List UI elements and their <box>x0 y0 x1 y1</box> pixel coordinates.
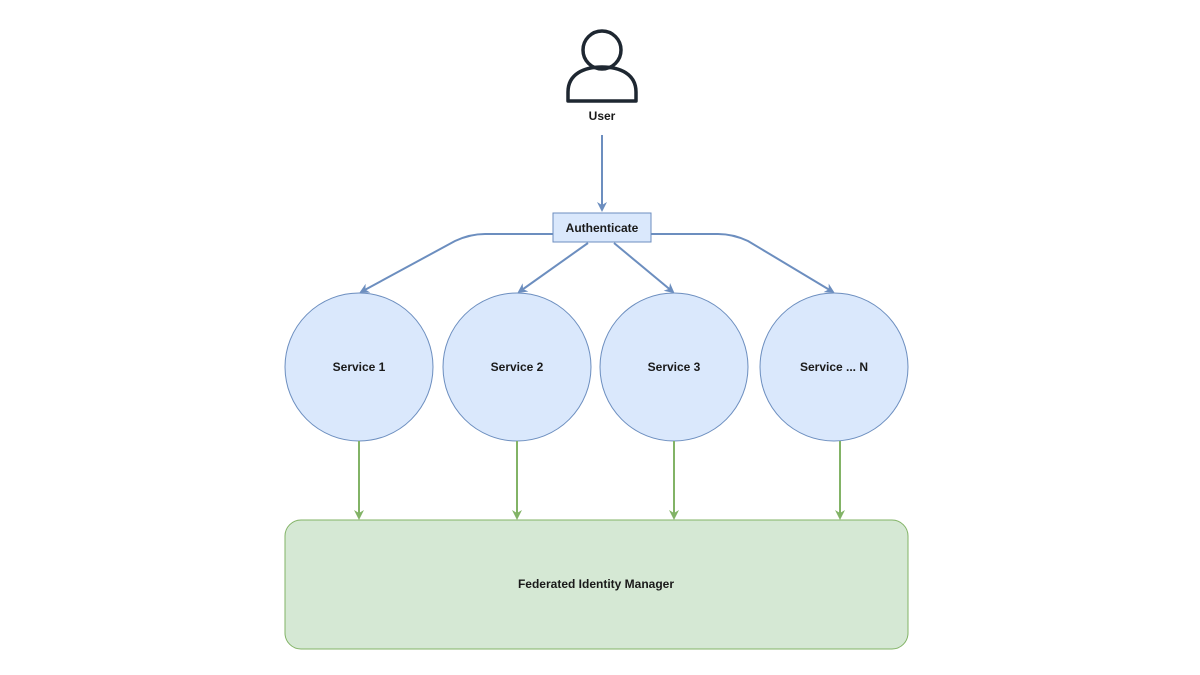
auth-to-service-1-arrow <box>359 233 553 293</box>
service-label: Service 1 <box>333 360 386 374</box>
user-label: User <box>589 109 616 123</box>
authenticate-box[interactable]: Authenticate <box>552 212 652 243</box>
service-node-1[interactable]: Service 1 <box>284 292 434 442</box>
auth-to-service-2-arrow <box>517 242 589 294</box>
federated-identity-manager-label: Federated Identity Manager <box>518 577 674 591</box>
service-node-2[interactable]: Service 2 <box>442 292 592 442</box>
service-node-3[interactable]: Service 3 <box>599 292 749 442</box>
authenticate-label: Authenticate <box>566 221 639 235</box>
auth-to-service-n-arrow <box>651 233 835 294</box>
service-label: Service ... N <box>800 360 868 374</box>
auth-to-service-3-arrow <box>613 242 675 294</box>
federated-identity-manager-box[interactable]: Federated Identity Manager <box>284 519 909 650</box>
service-label: Service 2 <box>491 360 544 374</box>
service-node-n[interactable]: Service ... N <box>759 292 909 442</box>
service-label: Service 3 <box>648 360 701 374</box>
user-icon <box>566 29 638 103</box>
